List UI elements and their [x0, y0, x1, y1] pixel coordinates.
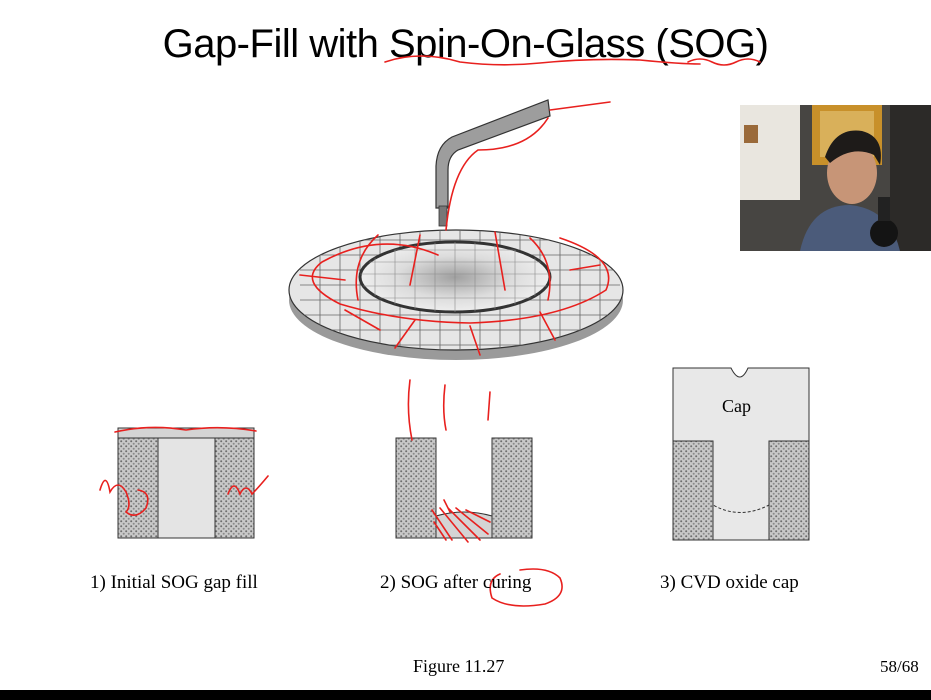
diagram-cvd-oxide-cap [672, 367, 810, 541]
caption-cvd-oxide-cap: 3) CVD oxide cap [660, 572, 799, 593]
presenter-image [740, 105, 931, 251]
caption-after-curing: 2) SOG after curing [380, 572, 532, 593]
caption-initial-gap-fill: 1) Initial SOG gap fill [90, 572, 258, 593]
presenter-video-feed [740, 105, 931, 251]
pen-annotations [99, 55, 761, 607]
figure-caption: Figure 11.27 [413, 656, 505, 676]
spin-dispense-nozzle-icon [435, 99, 551, 227]
bottom-bar [0, 690, 931, 700]
wafer-icon [288, 229, 624, 360]
diagram-initial-gap-fill [117, 427, 255, 539]
page-number: 58/68 [880, 657, 919, 676]
cap-label: Cap [722, 396, 751, 416]
diagram-after-curing [395, 437, 533, 539]
slide-title: Gap-Fill with Spin-On-Glass (SOG) [162, 22, 769, 66]
